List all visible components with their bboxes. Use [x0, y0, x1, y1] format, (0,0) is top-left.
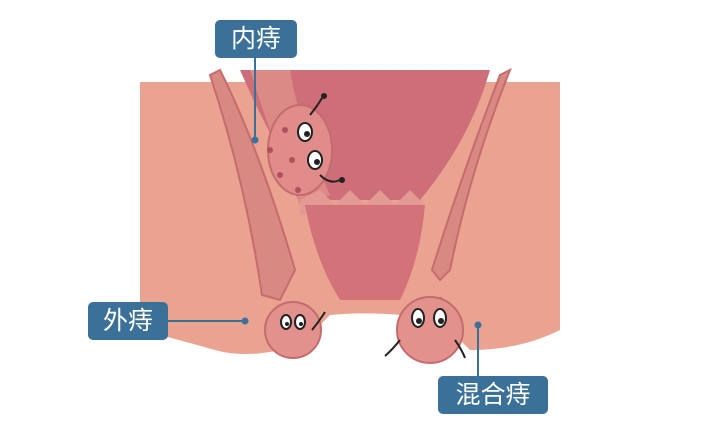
sphincter-right [430, 67, 512, 282]
label-external-hemorrhoid: 外痔 [88, 302, 168, 340]
cartoon-limbs [309, 93, 466, 359]
internal-hemorrhoid [267, 104, 333, 196]
mixed-hemorrhoid [396, 296, 464, 364]
leader-lines [168, 58, 479, 376]
sphincter-left [208, 68, 297, 302]
label-internal-hemorrhoid: 内痔 [215, 20, 297, 58]
external-hemorrhoid [264, 301, 322, 359]
anal-canal [305, 205, 425, 300]
label-mixed-hemorrhoid: 混合痔 [438, 376, 548, 414]
